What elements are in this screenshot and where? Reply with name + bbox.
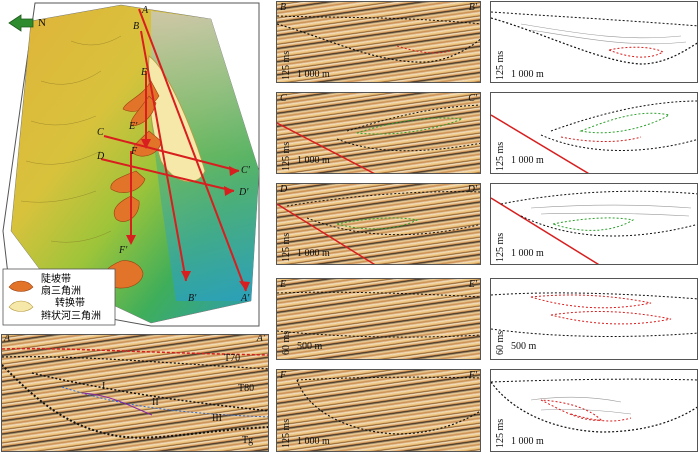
interp-D-hscale: 1 000 m [511, 248, 544, 259]
map-label-B: B [133, 21, 140, 32]
map-label-D-prime: D' [239, 187, 249, 198]
map-label-F-prime: F' [119, 245, 128, 256]
section-F-left-label: F [280, 370, 287, 381]
map-label-C: C [97, 127, 104, 138]
map-svg [2, 2, 260, 327]
horizon-Tg: Tg [242, 435, 254, 446]
interp-D-vscale: 125 ms [495, 232, 506, 262]
section-A-svg [2, 347, 268, 439]
interpretation-E: 60 ms 500 m [490, 278, 698, 360]
legend-braided-line2: 辫状河三角洲 [41, 311, 101, 322]
unit-I: I [102, 381, 106, 392]
horizon-T70: T70 [224, 353, 241, 364]
legend-fan-swatch [8, 280, 34, 292]
horizon-T80: T80 [238, 383, 255, 394]
seismic-section-C: C C' 125 ms 1 000 m [276, 92, 481, 174]
legend-fan-line2: 扇三角洲 [41, 286, 81, 297]
seismic-section-A: A A' T70 T80 Tg I II III [1, 334, 269, 452]
section-C-vscale: 125 ms [281, 141, 292, 171]
unit-II: II [152, 397, 159, 408]
interp-C-vscale: 125 ms [495, 141, 506, 171]
section-C-right-label: C' [468, 93, 477, 104]
section-F-hscale: 1 000 m [297, 436, 330, 447]
section-E-hscale: 500 m [297, 341, 323, 352]
interpretation-C: 125 ms 1 000 m [490, 92, 698, 174]
section-D-hscale: 1 000 m [297, 248, 330, 259]
map-label-E-prime: E' [129, 121, 138, 132]
section-D-vscale: 125 ms [281, 232, 292, 262]
seismic-section-D: D D' 125 ms 1 000 m [276, 183, 481, 265]
interpretation-F: 125 ms 1 000 m [490, 369, 698, 452]
section-B-vscale: 125 ms [281, 50, 292, 80]
north-arrow-icon [8, 14, 34, 32]
section-B-right-label: B' [468, 2, 477, 13]
section-F-right-label: F' [468, 370, 477, 381]
interpretation-B: 125 ms 1 000 m [490, 1, 698, 83]
interp-F-vscale: 125 ms [495, 418, 506, 448]
profile-lines [100, 8, 247, 292]
legend-fan-line1: 陡坡带 [41, 274, 71, 285]
seismic-section-E: E E' 60 ms 500 m [276, 278, 481, 360]
interp-E-hscale: 500 m [511, 341, 537, 352]
map-label-A-prime: A' [241, 293, 250, 304]
basin-3d-map: N A B E E' C D F C' D' F' B' A' 陡坡带 扇三角洲… [1, 1, 269, 329]
section-B-hscale: 1 000 m [297, 69, 330, 80]
map-label-A: A [142, 5, 149, 16]
seismic-section-F: F F' 125 ms 1 000 m [276, 369, 481, 452]
section-B-left-label: B [280, 2, 287, 13]
section-A-right-label: A' [256, 334, 265, 344]
north-label: N [38, 17, 46, 29]
seismic-section-B: B B' 125 ms 1 000 m [276, 1, 481, 83]
section-E-left-label: E [280, 279, 287, 290]
legend-braided-line1: 转换带 [55, 298, 85, 309]
interp-E-vscale: 60 ms [495, 330, 506, 355]
map-legend [2, 268, 116, 326]
interp-F-hscale: 1 000 m [511, 436, 544, 447]
section-E-right-label: E' [468, 279, 477, 290]
legend-braided-swatch [8, 300, 34, 312]
map-label-F: F [131, 146, 138, 157]
interp-B-hscale: 1 000 m [511, 69, 544, 80]
interp-B-vscale: 125 ms [495, 50, 506, 80]
section-D-right-label: D' [467, 184, 477, 195]
section-C-hscale: 1 000 m [297, 155, 330, 166]
interp-C-hscale: 1 000 m [511, 155, 544, 166]
section-D-left-label: D [280, 184, 288, 195]
fan-delta-bodies [103, 80, 162, 289]
section-C-left-label: C [280, 93, 287, 104]
map-label-B-prime: B' [188, 293, 197, 304]
drainage-lines [20, 35, 122, 243]
map-label-E: E [141, 67, 148, 78]
unit-III: III [212, 413, 222, 424]
section-F-vscale: 125 ms [281, 418, 292, 448]
map-label-D: D [97, 151, 105, 162]
map-label-C-prime: C' [241, 165, 250, 176]
section-E-vscale: 60 ms [281, 330, 292, 355]
section-A-left-label: A [4, 334, 11, 344]
interpretation-D: 125 ms 1 000 m [490, 183, 698, 265]
